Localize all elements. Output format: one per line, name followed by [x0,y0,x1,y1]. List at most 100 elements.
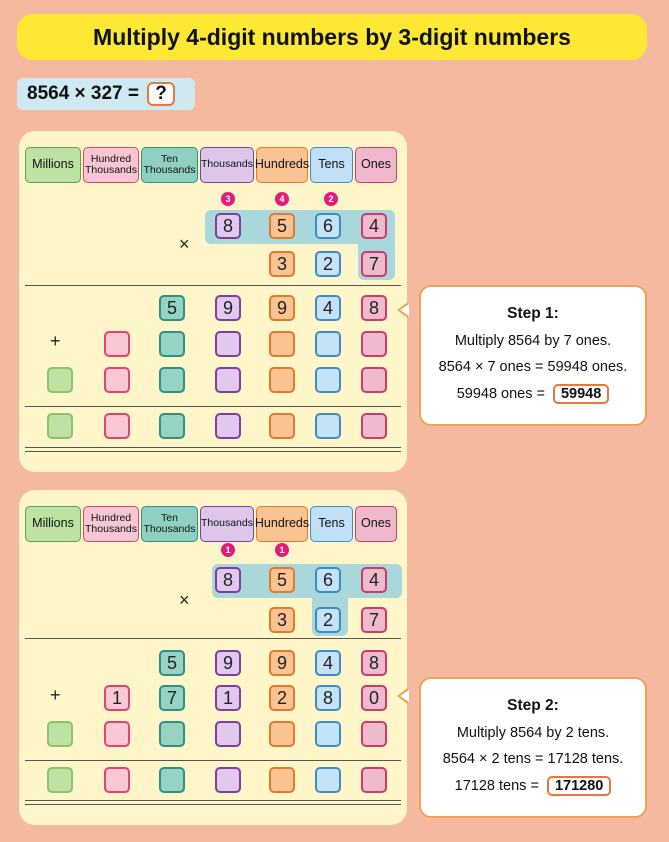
carry-badge: 1 [221,543,235,557]
empty-digit-box [315,413,341,439]
step1-result-box: 59948 [552,384,610,404]
digit-box: 7 [361,251,387,277]
result-double-line [25,800,401,805]
empty-digit-box [104,721,130,747]
header-hundred-thousands: Hundred Thousands [83,147,139,183]
digit-box: 3 [269,251,295,277]
empty-digit-box [361,367,387,393]
digit-box: 9 [269,295,295,321]
empty-digit-box [104,367,130,393]
empty-digit-box [269,767,295,793]
step2-equality-text: 17128 tens = [454,778,539,794]
empty-digit-box [159,767,185,793]
digit-box: 3 [269,607,295,633]
empty-digit-box [159,331,185,357]
empty-digit-box [361,721,387,747]
step1-place-value-panel: Millions Hundred Thousands Ten Thousands… [19,131,407,472]
multiply-sign: × [179,590,190,610]
empty-digit-box [315,331,341,357]
digit-box: 8 [215,567,241,593]
header-thousands: Thousands [200,147,254,183]
problem-equation: 8564 × 327 = ? [17,78,195,110]
header-thousands: Thousands [200,506,254,542]
digit-box: 5 [269,213,295,239]
step2-line3: 17128 tens =171280 [421,776,645,796]
empty-digit-box [215,331,241,357]
digit-box: 6 [315,567,341,593]
header-millions: Millions [25,506,81,542]
empty-digit-box [361,413,387,439]
header-hundred-thousands: Hundred Thousands [83,506,139,542]
empty-digit-box [361,767,387,793]
header-hundreds: Hundreds [255,147,309,183]
digit-box: 5 [269,567,295,593]
divider-line [25,638,401,639]
empty-digit-box [215,367,241,393]
digit-box: 5 [159,295,185,321]
empty-digit-box [269,413,295,439]
callout-pointer [400,304,409,316]
empty-digit-box [47,721,73,747]
header-tens: Tens [310,147,353,183]
empty-digit-box [269,367,295,393]
step1-callout: Step 1: Multiply 8564 by 7 ones. 8564 × … [419,285,647,426]
empty-digit-box [47,413,73,439]
empty-digit-box [215,767,241,793]
empty-digit-box [159,721,185,747]
step1-equality-text: 59948 ones = [456,386,545,402]
digit-box: 8 [315,685,341,711]
empty-digit-box [159,367,185,393]
step1-line2: 8564 × 7 ones = 59948 ones. [438,359,628,375]
empty-digit-box [269,721,295,747]
result-double-line [25,447,401,452]
digit-box: 4 [361,213,387,239]
digit-box: 0 [361,685,387,711]
digit-box: 2 [269,685,295,711]
empty-digit-box [269,331,295,357]
step1-title: Step 1: [507,305,559,322]
step2-place-value-panel: Millions Hundred Thousands Ten Thousands… [19,490,407,825]
header-ones: Ones [355,506,397,542]
header-ten-thousands: Ten Thousands [141,147,198,183]
digit-box: 9 [215,650,241,676]
empty-digit-box [361,331,387,357]
empty-digit-box [315,367,341,393]
digit-box: 4 [315,295,341,321]
empty-digit-box [315,721,341,747]
divider-line [25,406,401,407]
header-millions: Millions [25,147,81,183]
digit-box: 2 [315,607,341,633]
header-tens: Tens [310,506,353,542]
divider-line [25,760,401,761]
digit-box: 6 [315,213,341,239]
step2-line2: 8564 × 2 tens = 17128 tens. [442,751,624,767]
digit-box: 8 [215,213,241,239]
multiply-sign: × [179,234,190,254]
digit-box: 1 [215,685,241,711]
carry-badge: 1 [275,543,289,557]
empty-digit-box [104,413,130,439]
carry-badge: 2 [324,192,338,206]
header-ten-thousands: Ten Thousands [141,506,198,542]
carry-badge: 3 [221,192,235,206]
plus-sign: + [50,331,61,351]
plus-sign: + [50,685,61,705]
step1-line1: Multiply 8564 by 7 ones. [454,333,612,349]
digit-box: 1 [104,685,130,711]
digit-box: 2 [315,251,341,277]
header-ones: Ones [355,147,397,183]
header-hundreds: Hundreds [255,506,309,542]
step2-line1: Multiply 8564 by 2 tens. [456,725,610,741]
digit-box: 4 [361,567,387,593]
empty-digit-box [104,331,130,357]
equation-text: 8564 × 327 = [27,83,139,104]
empty-digit-box [159,413,185,439]
digit-box: 7 [361,607,387,633]
step2-title: Step 2: [507,697,559,714]
carry-badge: 4 [275,192,289,206]
digit-box: 4 [315,650,341,676]
divider-line [25,285,401,286]
empty-digit-box [215,413,241,439]
digit-box: 9 [269,650,295,676]
empty-digit-box [315,767,341,793]
